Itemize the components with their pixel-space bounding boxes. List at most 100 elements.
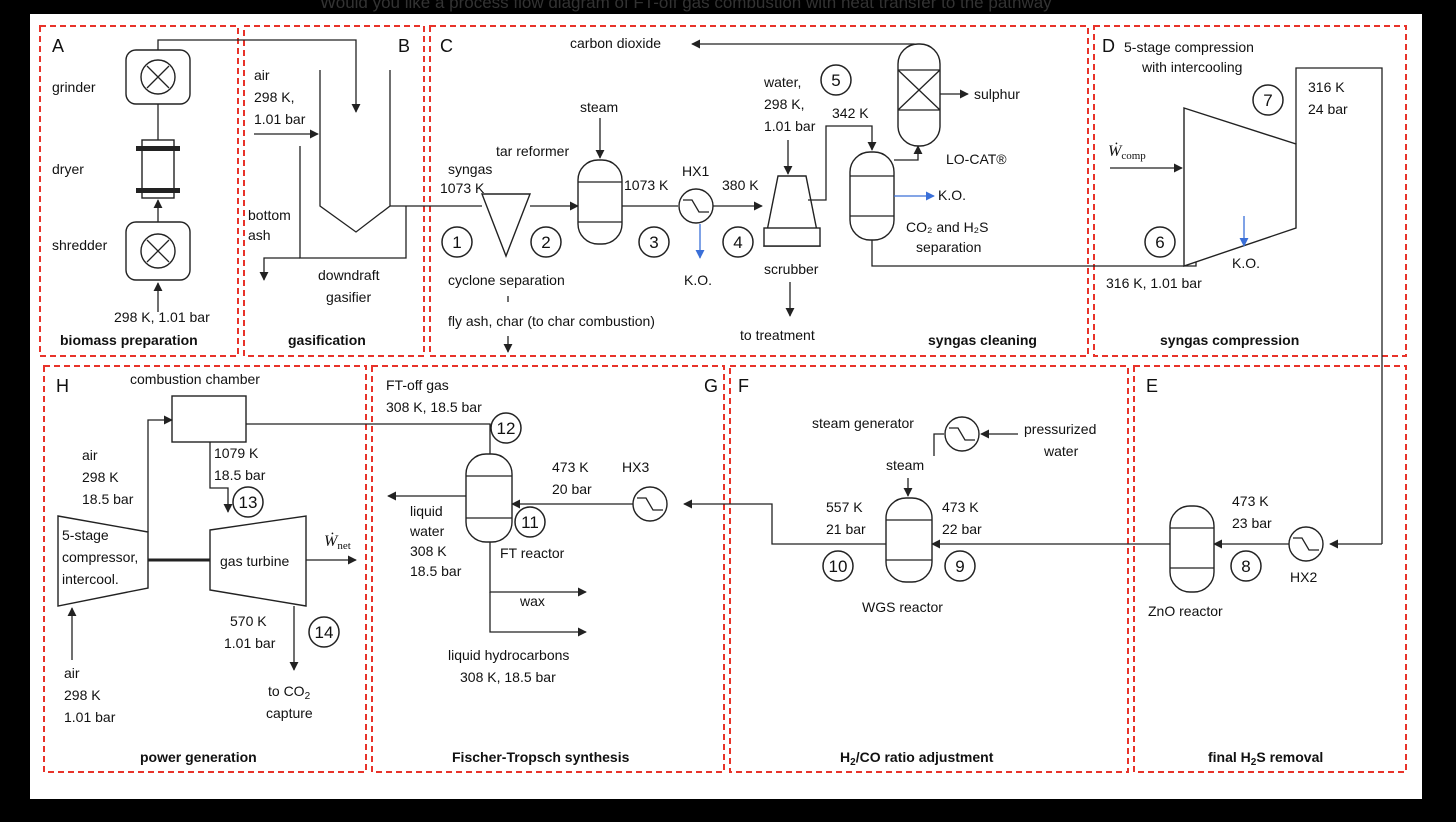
air-compressor [57,515,149,607]
stream-circle-8 [1230,550,1262,582]
liquid-hydrocarbons-1: liquid hydrocarbons [448,647,569,663]
grinder-to-gasifier-line [157,39,361,113]
wgs-reactor [885,497,933,583]
cc-out-press: 18.5 bar [214,467,266,483]
flyash-label: fly ash, char (to char combustion) [448,313,655,329]
t342-label: 342 K [832,105,869,121]
stream-circle-2 [530,226,562,258]
stream-circle-5 [820,64,852,96]
section-title-f: H2/CO ratio adjustment [840,749,994,768]
stream-number-5: 5 [831,71,840,90]
ft-in-press: 20 bar [552,481,592,497]
sulphur-label: sulphur [974,86,1020,102]
gasifier-label-1: downdraft [318,267,380,283]
air-b-2: 298 K, [254,89,294,105]
section-title-c: syngas cleaning [928,332,1037,348]
wgs-reactor-label: WGS reactor [862,599,943,615]
bottom-ash-label-1: bottom [248,207,291,223]
air-b-1: air [254,67,270,83]
e-temp-label: 473 K [1232,493,1269,509]
cc-to-turbine-arrow [209,442,233,513]
liquid-water-4: 18.5 bar [410,563,462,579]
zone-f [729,365,1129,773]
air-inlet-2: 298 K [64,687,101,703]
stream-number-11: 11 [521,513,539,532]
cyclone-separator [480,193,532,258]
sep-label-1: CO₂ and H₂S [906,219,988,235]
section-letter-h: H [56,376,69,396]
zone-e [1133,365,1407,773]
t380-label: 380 K [722,177,759,193]
air-h-3: 18.5 bar [82,491,134,507]
stream-circle-11 [514,506,546,538]
downdraft-gasifier [299,70,407,259]
dryer-label: dryer [52,161,84,177]
t1073-label: 1073 K [624,177,669,193]
pressurized-water-label-1: pressurized [1024,421,1096,437]
cc-out-temp: 1079 K [214,445,259,461]
stream-number-3: 3 [649,233,658,252]
to-treatment-label: to treatment [740,327,815,343]
section-title-h: power generation [140,749,257,765]
bottom-ash-arrow [259,257,300,281]
top-fragment-text: Would you like a process flow diagram of… [320,0,1052,12]
combustion-chamber [171,395,247,443]
comp-ko-label: K.O. [1232,255,1260,271]
co2-capture-1: to CO2 [268,683,311,702]
gasifier-label-2: gasifier [326,289,371,305]
wgs-right-press: 22 bar [942,521,982,537]
section-title-e: final H2S removal [1208,749,1323,768]
comp-out-label-2: 24 bar [1308,101,1348,117]
steam-generator-unit [944,416,980,452]
stream-circle-7 [1252,84,1284,116]
stream-number-13: 13 [239,493,258,512]
stream-number-9: 9 [955,557,964,576]
ft-reactor [465,453,513,543]
sg-steam-line [933,433,944,456]
wgs-to-hx3-arrow [683,499,886,545]
liquid-water-1: liquid [410,503,443,519]
separation-to-locat-line [894,145,923,161]
syngas-compressor [1183,107,1297,267]
tar-reformer-vessel [577,159,623,245]
biomass-inlet-label: 298 K, 1.01 bar [114,309,210,325]
scrubber-label: scrubber [764,261,819,277]
stream-circle-3 [638,226,670,258]
liquid-hydrocarbons-arrow [489,592,587,637]
co2-arrow [691,39,915,60]
water-c-2: 298 K, [764,96,804,112]
w-comp-label: Ẇcomp [1108,142,1146,162]
e-press-label: 23 bar [1232,515,1272,531]
shredder-unit [125,221,191,281]
gas-turbine [209,515,307,607]
stream-circle-14 [308,616,340,648]
zone-h [43,365,367,773]
wax-label: wax [519,593,545,609]
w-net-label: Ẇnet [324,532,351,552]
section-title-a: biomass preparation [60,332,198,348]
stream-number-8: 8 [1241,557,1250,576]
liquid-water-3: 308 K [410,543,447,559]
water-c-3: 1.01 bar [764,118,816,134]
grinder-unit [125,49,191,105]
section-title-g: Fischer-Tropsch synthesis [452,749,630,765]
section-letter-b: B [398,36,410,56]
stream-number-7: 7 [1263,91,1272,110]
hx1-ko-label: K.O. [684,272,712,288]
air-b-3: 1.01 bar [254,111,306,127]
turbine-ex-press: 1.01 bar [224,635,276,651]
co2-h2s-separator [849,151,895,241]
zone-b [243,25,425,357]
section-title-b: gasification [288,332,366,348]
stream-circle-13 [232,486,264,518]
compressor-label-2: compressor, [62,549,138,565]
pressurized-water-label-2: water [1043,443,1079,459]
grinder-label: grinder [52,79,96,95]
scrubber-to-separation-line [808,125,877,201]
compression-label-2: with intercooling [1141,59,1242,75]
co2-label: carbon dioxide [570,35,661,51]
section-letter-a: A [52,36,64,56]
hx1-exchanger [678,188,714,224]
